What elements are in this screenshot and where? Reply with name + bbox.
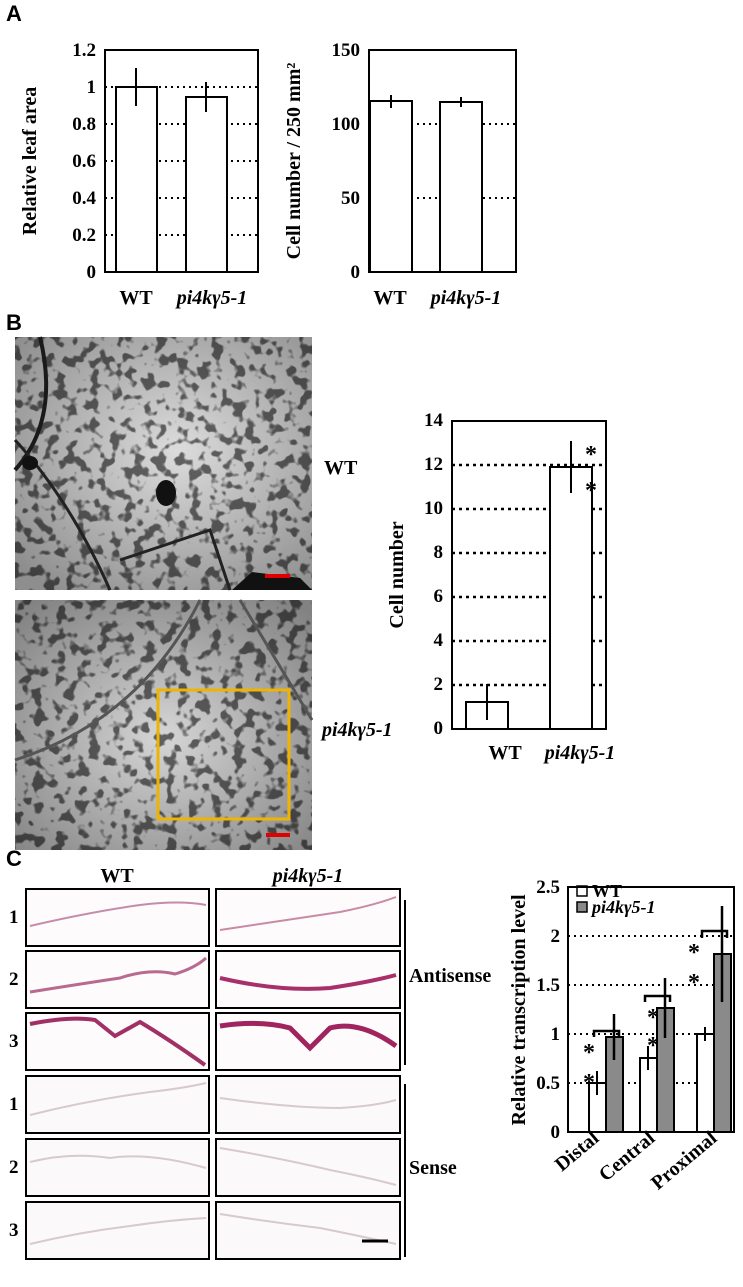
y-tick-label: 0.4: [72, 188, 96, 209]
y-axis-label: Cell number / 250 mm²: [283, 63, 305, 260]
y-tick-label: 2.5: [536, 877, 560, 898]
y-tick-label: 0: [87, 262, 97, 283]
panel-letter-c: C: [6, 846, 22, 871]
column-label-wt: WT: [100, 865, 134, 887]
y-tick-label: 1.2: [72, 40, 96, 61]
chart-relative-transcription: 2.5 2 1.5 1 0.5 0 * * * * *: [508, 877, 735, 1195]
significance-star: *: [647, 1033, 659, 1059]
bar-proximal-wt: [696, 1033, 715, 1133]
chart-cell-number-per-area: 150 100 50 0 Cell number / 250 mm² WT pi…: [283, 40, 517, 309]
group-label-sense: Sense: [409, 1157, 457, 1179]
y-axis-label: Relative leaf area: [19, 87, 41, 235]
group-label-antisense: Antisense: [409, 965, 491, 987]
micrograph-label-pi4k: pi4kγ5-1: [320, 719, 393, 741]
y-tick-label: 10: [424, 498, 443, 519]
y-tick-label: 2: [434, 674, 444, 695]
panel-letter-a: A: [6, 1, 22, 26]
in-situ-image-grid: [25, 888, 401, 1260]
plot-frame: [104, 49, 259, 273]
y-tick-label: 0: [351, 262, 361, 283]
significance-star: *: [688, 940, 700, 966]
significance-bracket: [643, 994, 672, 1002]
significance-star: *: [583, 1070, 595, 1096]
y-tick-label: 0.8: [72, 114, 96, 135]
plot-frame: [451, 420, 607, 730]
y-tick-label: 4: [434, 630, 444, 651]
column-label-pi4k: pi4kγ5-1: [271, 865, 344, 887]
y-tick-label: 0: [551, 1122, 561, 1143]
panel-letter-b: B: [6, 310, 22, 335]
significance-bracket: [700, 929, 729, 938]
y-axis-label: Relative transcription level: [508, 894, 530, 1125]
micrograph-label-wt: WT: [324, 457, 358, 479]
y-tick-label: 0.2: [72, 225, 96, 246]
bar-wt: [369, 100, 413, 273]
y-tick-label: 0: [434, 718, 444, 739]
x-label-wt: WT: [373, 287, 407, 309]
plot-frame: [368, 49, 517, 273]
plot-frame: [567, 886, 735, 1133]
chart-relative-leaf-area: 1.2 1 0.8 0.6 0.4 0.2 0 Relative leaf ar…: [19, 40, 259, 309]
chart-cell-number: 14 12 10 8 6 4 2 0 * * Cell number WT pi…: [386, 410, 615, 764]
y-tick-label: 12: [424, 454, 443, 475]
x-label-wt: WT: [119, 287, 153, 309]
row-label: 2: [9, 969, 19, 990]
significance-star: *: [585, 478, 597, 504]
y-tick-label: 2: [551, 926, 561, 947]
y-tick-label: 0.6: [72, 151, 96, 172]
y-tick-label: 150: [332, 40, 361, 61]
significance-bracket: [592, 1029, 621, 1037]
bar-pi4k: [439, 101, 483, 273]
y-tick-label: 1.5: [536, 975, 560, 996]
y-tick-label: 100: [332, 114, 361, 135]
y-tick-label: 14: [424, 410, 444, 431]
significance-star: *: [585, 442, 597, 468]
micrograph-pi4k: [14, 599, 314, 850]
y-tick-label: 1: [551, 1024, 561, 1045]
y-tick-label: 1: [87, 77, 97, 98]
row-label: 1: [9, 1094, 19, 1115]
micrograph-wt: [13, 336, 312, 591]
row-label: 2: [9, 1157, 19, 1178]
legend-label-pi4k: pi4kγ5-1: [590, 897, 655, 917]
y-axis-label: Cell number: [386, 521, 408, 628]
x-label-wt: WT: [488, 742, 522, 764]
y-tick-label: 6: [434, 586, 444, 607]
bar-pi4k: [185, 96, 228, 273]
bar-wt: [115, 86, 158, 273]
x-label-pi4k: pi4kγ5-1: [543, 742, 616, 764]
legend-swatch-pi4k: [576, 901, 588, 913]
y-tick-label: 50: [341, 188, 360, 209]
y-tick-label: 0.5: [536, 1073, 560, 1094]
significance-star: *: [688, 970, 700, 996]
significance-star: *: [647, 1005, 659, 1031]
row-label: 3: [9, 1031, 19, 1052]
x-label-pi4k: pi4kγ5-1: [175, 287, 248, 309]
region-highlight-box: [156, 688, 291, 821]
row-label: 1: [9, 907, 19, 928]
x-label-pi4k: pi4kγ5-1: [429, 287, 502, 309]
y-tick-label: 8: [434, 542, 444, 563]
x-label-proximal: Proximal: [647, 1127, 722, 1195]
bar-pi4k: [549, 466, 593, 730]
row-label: 3: [9, 1220, 19, 1241]
significance-star: *: [583, 1040, 595, 1066]
